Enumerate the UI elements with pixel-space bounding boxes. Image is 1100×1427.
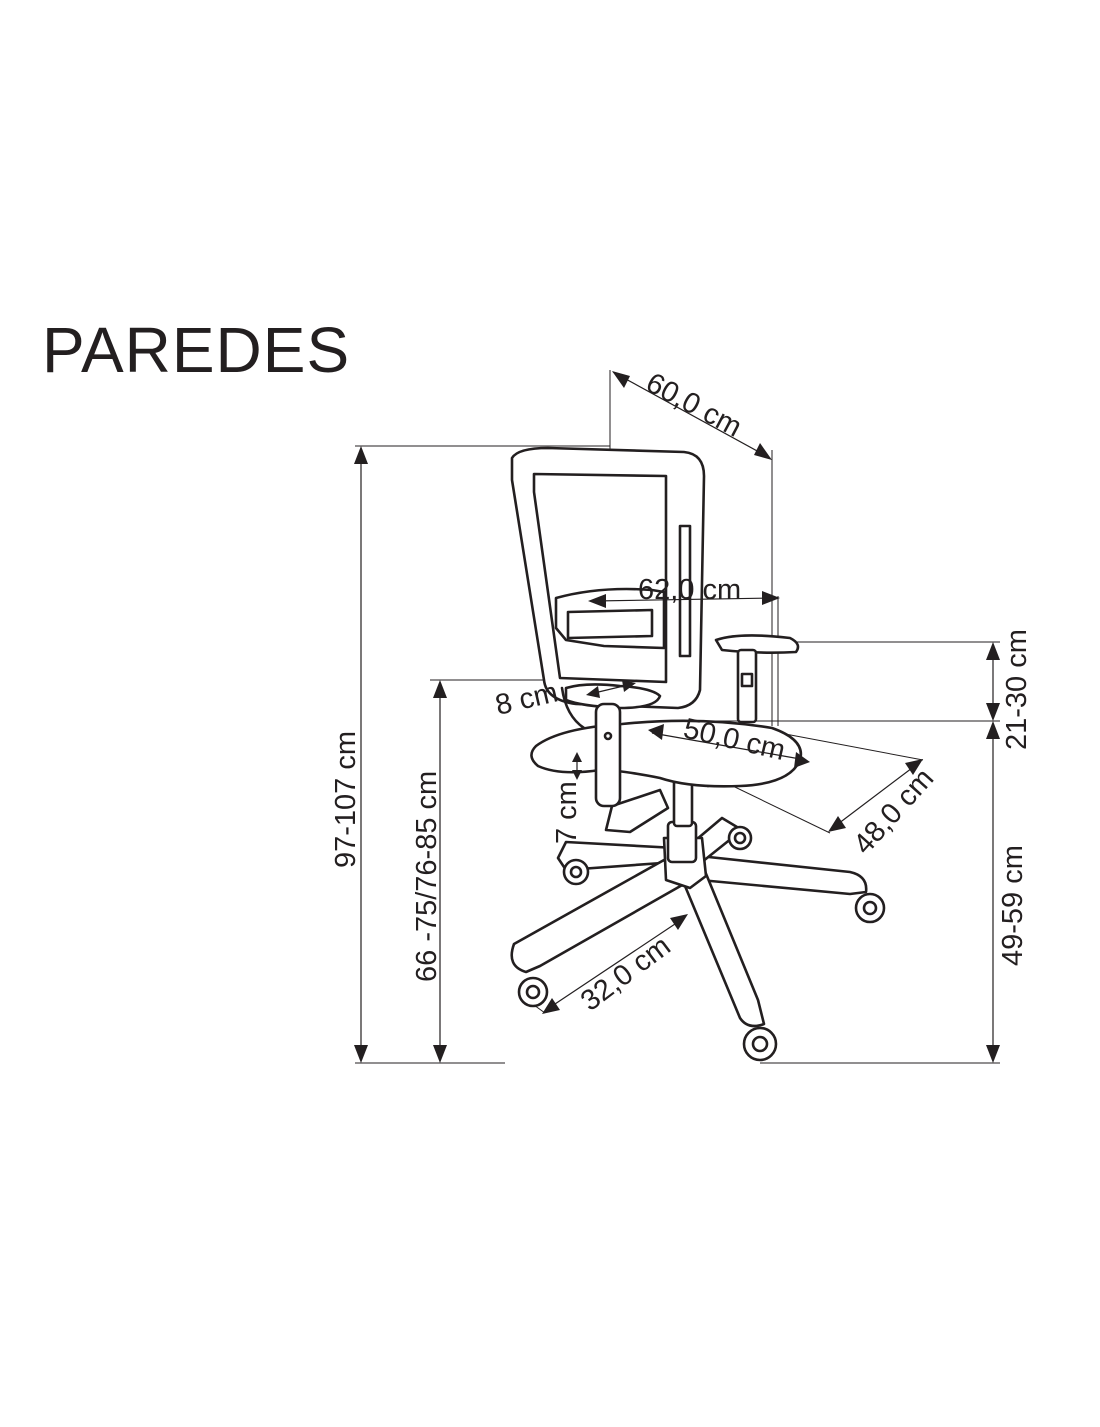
label-lumbar: 7 cm <box>551 781 583 844</box>
chair-base-leg-right <box>688 853 868 896</box>
caster-wheel-2 <box>727 825 753 851</box>
page-title: PAREDES <box>42 314 351 386</box>
office-chair-illustration <box>510 446 886 1062</box>
chair-base-leg-front <box>678 862 766 1028</box>
backrest-slot <box>678 524 692 658</box>
backrest-support-bar <box>560 686 586 730</box>
caster-wheel-4 <box>517 976 549 1008</box>
label-base-radius: 32,0 cm <box>575 930 677 1018</box>
armrest-pad-left <box>564 683 662 710</box>
label-total-height: 97-107 cm <box>330 731 362 868</box>
label-armrest-height: 66 -75/76-85 cm <box>411 771 443 982</box>
armrest-pad-right <box>714 634 800 654</box>
label-armrest-slide: 8 cm <box>492 677 560 722</box>
chair-base-leg-front-left <box>510 858 686 974</box>
gas-lift-cylinder <box>666 820 698 864</box>
label-seat-height: 49-59 cm <box>997 845 1029 966</box>
caster-wheel-3 <box>854 892 886 924</box>
caster-wheel-5 <box>742 1026 778 1062</box>
armrest-post-left <box>594 702 622 808</box>
label-depth: 60,0 cm <box>641 367 747 444</box>
dimension-lines <box>354 371 1000 1063</box>
label-width: 62,0 cm <box>638 574 741 606</box>
label-armrest-adjust: 21-30 cm <box>1001 629 1033 750</box>
caster-wheel-1 <box>562 858 590 886</box>
label-seat-depth: 48,0 cm <box>847 763 940 861</box>
lumbar-support <box>554 587 666 650</box>
tilt-mechanism <box>604 788 670 834</box>
